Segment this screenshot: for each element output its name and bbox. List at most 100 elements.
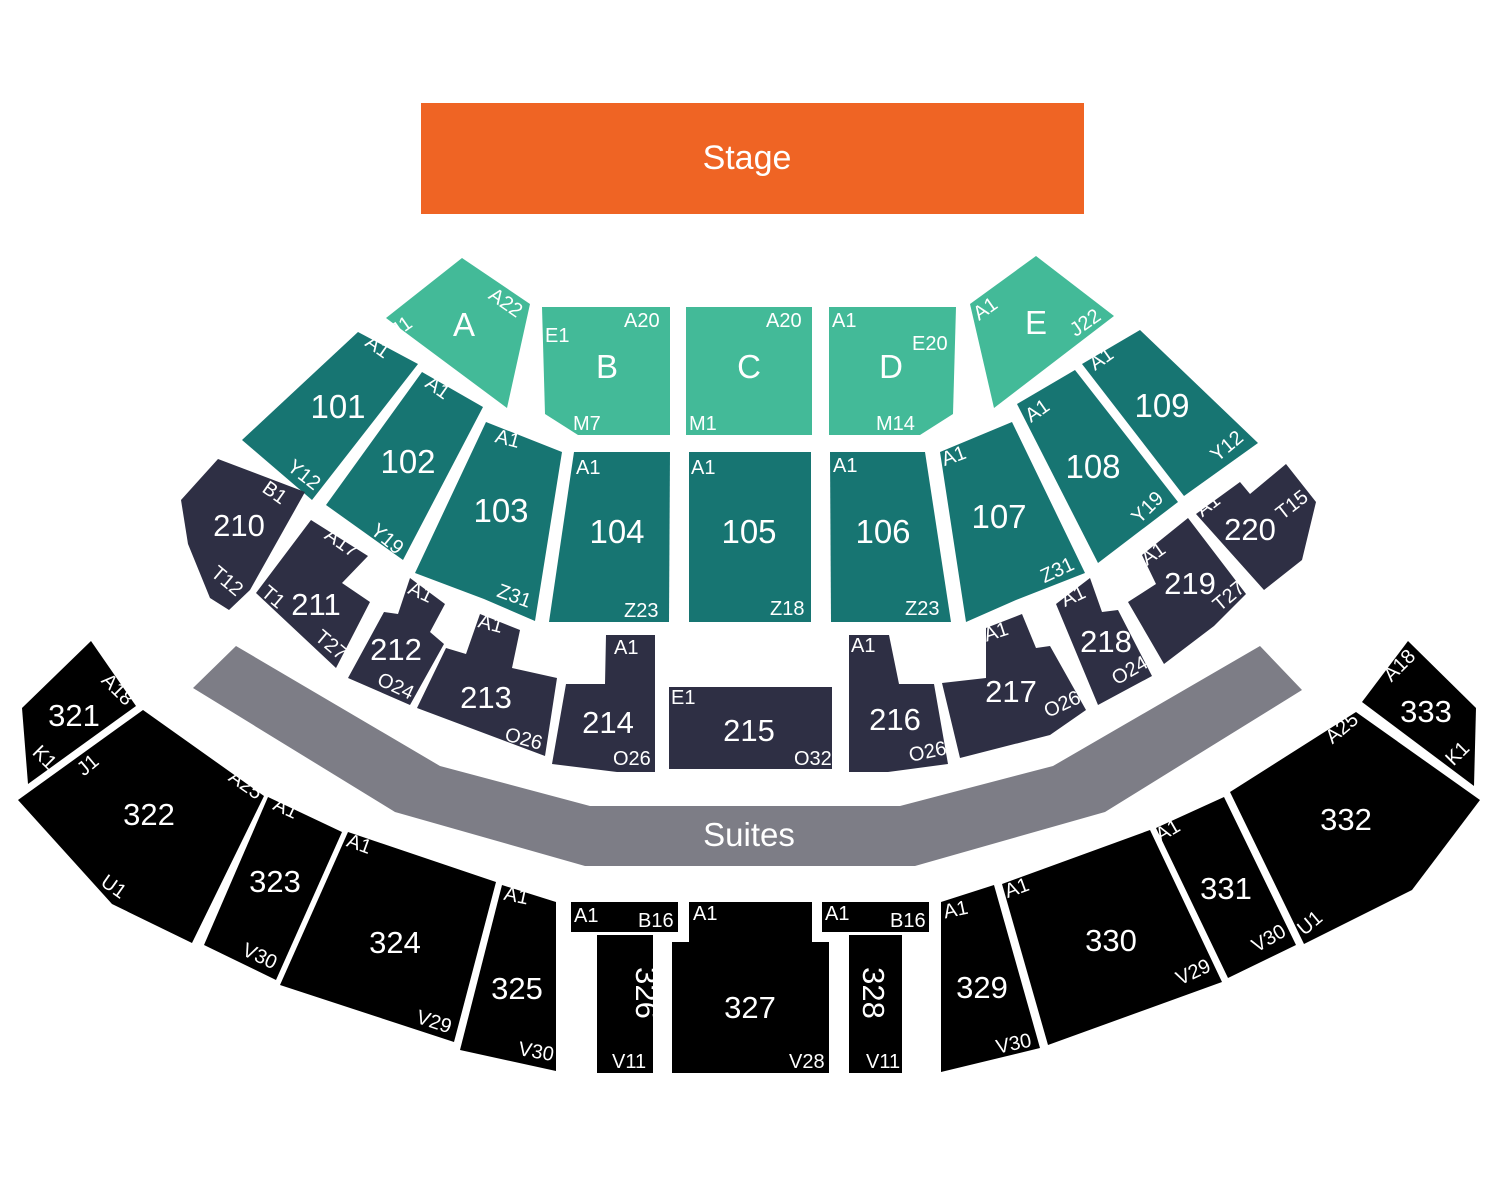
section-b-label: B [596,348,618,385]
section-102[interactable]: 102 A1 Y19 [326,372,483,560]
section-325-label: 325 [491,971,543,1006]
section-210-shape [181,459,305,610]
section-106[interactable]: 106 A1 Z23 [830,452,951,622]
section-217-label: 217 [985,674,1037,709]
section-109-shape [1082,330,1258,496]
section-220[interactable]: 220 A1 T15 [1192,464,1316,590]
section-324-shape [280,832,496,1042]
section-324[interactable]: 324 A1 V29 [280,830,496,1042]
section-332-label: 332 [1320,802,1372,837]
section-330[interactable]: 330 A1 V29 [1002,830,1222,1045]
section-214-shape [552,635,655,772]
section-b-shape [542,307,670,435]
section-330-label: 330 [1085,923,1137,958]
section-328[interactable]: 328 A1 B16 V11 [822,902,929,1073]
section-321-shape [22,641,136,784]
section-216-label: 216 [869,702,921,737]
section-a[interactable]: A J1 A22 [386,258,530,408]
section-d[interactable]: D A1 E20 M14 [829,307,956,435]
section-106-shape [830,452,951,622]
section-321[interactable]: 321 A18 K1 [22,641,138,784]
section-325[interactable]: 325 A1 V30 [460,883,556,1071]
section-323-shape [204,797,342,980]
section-103[interactable]: 103 A1 Z31 [415,422,562,621]
section-214[interactable]: 214 A1 O26 [552,635,655,772]
section-214-row-a: A1 [614,637,638,659]
section-108-shape [1017,370,1178,563]
section-326-label: 326 [629,967,664,1019]
section-216[interactable]: 216 A1 O26 [849,635,949,772]
section-326-shape [597,935,653,1073]
section-322-label: 322 [123,797,175,832]
section-214-row-b: O26 [613,748,651,770]
section-215-shape [669,687,832,769]
section-105-row-b: Z18 [770,598,804,620]
section-214-label: 214 [582,705,634,740]
section-c-label: C [737,348,761,385]
section-328-row-b: B16 [890,910,926,932]
section-327-row-b: V28 [789,1051,825,1073]
section-211[interactable]: 211 A17 T1 T27 [256,520,370,668]
section-c-row-b: M1 [689,413,717,435]
section-216-row-a: A1 [851,635,875,657]
section-331-label: 331 [1200,871,1252,906]
stage-block [421,103,1084,214]
section-213-label: 213 [460,680,512,715]
section-220-shape [1196,464,1316,590]
section-101[interactable]: 101 A1 Y12 [242,331,418,500]
section-329-shape [941,885,1040,1072]
section-101-shape [242,332,418,500]
section-212-label: 212 [370,632,422,667]
section-333-shape [1362,641,1476,786]
section-330-shape [1002,830,1222,1045]
section-b-row-b: A20 [624,310,660,332]
section-218-label: 218 [1080,624,1132,659]
section-210[interactable]: 210 B1 T12 [181,459,305,610]
section-326-row-b: B16 [638,910,674,932]
section-d-row-b: E20 [912,333,948,355]
section-218-shape [1056,578,1152,705]
section-102-shape [326,372,483,560]
section-104-row-a: A1 [576,457,600,479]
section-d-shape [829,307,956,435]
section-103-label: 103 [473,492,528,529]
section-211-label: 211 [291,587,340,622]
section-217[interactable]: 217 A1 O26 [942,614,1086,758]
section-329-row-a: A1 [941,897,970,924]
section-106-label: 106 [855,513,910,550]
section-322[interactable]: 322 J1 A25 U1 [18,710,266,943]
section-101-label: 101 [310,388,365,425]
section-215-row-a: E1 [671,687,695,709]
section-328-row-c: V11 [866,1051,900,1073]
section-217-shape [942,614,1086,758]
section-331-shape [1156,797,1296,978]
section-102-label: 102 [380,443,435,480]
section-326-row-a: A1 [574,905,598,927]
section-c-shape [686,307,812,435]
section-106-row-a: A1 [833,455,857,477]
section-215-label: 215 [723,713,775,748]
section-a-label: A [453,306,475,343]
section-329-label: 329 [956,970,1008,1005]
section-327[interactable]: 327 A1 V28 [672,902,829,1073]
section-326[interactable]: 326 A1 B16 V11 [571,902,678,1073]
section-326-top-shape [571,902,678,932]
suites-label: Suites [703,816,795,853]
section-104[interactable]: 104 A1 Z23 [549,452,670,622]
section-e[interactable]: E A1 J22 [969,256,1114,408]
section-c[interactable]: C A20 M1 [686,307,812,435]
section-215[interactable]: 215 E1 O32 [669,687,832,770]
section-105[interactable]: 105 A1 Z18 [689,452,811,622]
section-108[interactable]: 108 A1 Y19 [1017,370,1178,563]
section-212[interactable]: 212 A1 O24 [348,577,445,705]
section-213[interactable]: 213 A1 O26 [417,610,557,756]
section-b[interactable]: B E1 A20 M7 [542,307,670,435]
section-329[interactable]: 329 A1 V30 [941,885,1040,1072]
section-333[interactable]: 333 A18 K1 [1362,641,1476,786]
section-b-row-a: E1 [545,325,569,347]
section-325-shape [460,885,556,1071]
section-220-label: 220 [1224,512,1276,547]
suites: Suites [193,646,1302,866]
section-107-shape [940,422,1085,622]
